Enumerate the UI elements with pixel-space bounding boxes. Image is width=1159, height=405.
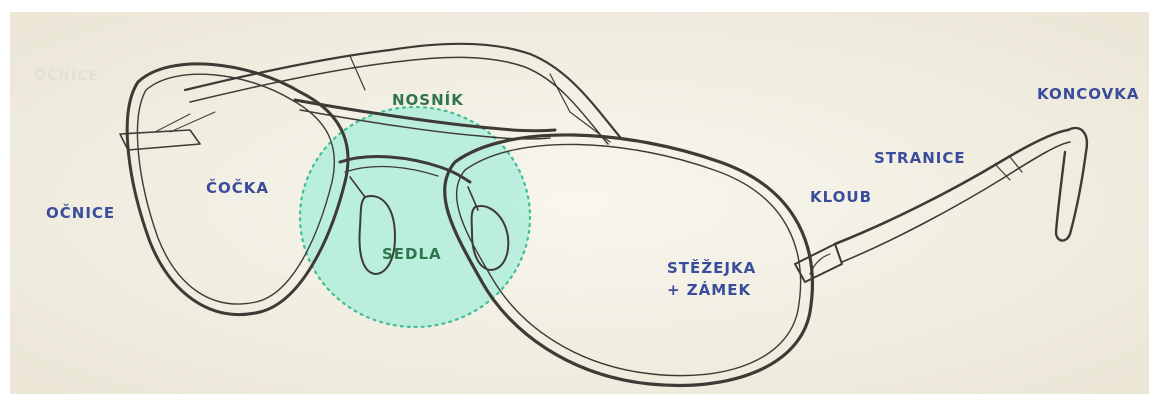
paper-background: OČNICE OČNICE ČOČKA NOSNÍK SEDLA STĚŽEJK… [10, 12, 1149, 394]
faded-background-text: OČNICE [34, 68, 99, 84]
label-sedla: SEDLA [382, 244, 442, 264]
label-ocnice: OČNICE [46, 203, 115, 223]
label-stezejka: STĚŽEJKA [667, 258, 756, 278]
label-koncovka: KONCOVKA [1037, 84, 1139, 104]
label-nosnik: NOSNÍK [392, 90, 464, 110]
glasses-drawing [10, 12, 1149, 394]
label-cocka: ČOČKA [206, 178, 269, 198]
paper-tone [10, 12, 1149, 394]
label-kloub: KLOUB [810, 187, 872, 207]
label-zamek: + ZÁMEK [667, 280, 751, 300]
label-stranice: STRANICE [874, 148, 966, 168]
